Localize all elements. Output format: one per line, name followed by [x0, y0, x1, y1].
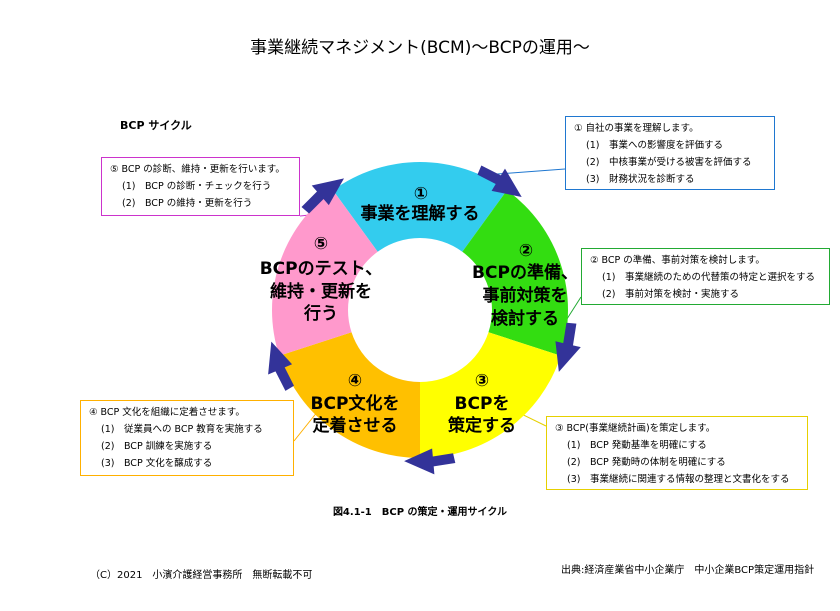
segment-5-label-line1: BCPのテスト、	[259, 259, 383, 279]
segment-5-label-line3: 行う	[304, 304, 338, 324]
segment-4-label-line2: 定着させる	[312, 416, 398, 436]
ring-arrows	[268, 165, 581, 475]
ring-segment-1	[333, 162, 507, 252]
callout-3-item-1: (1) BCP 発動基準を明確にする	[567, 440, 707, 451]
source-citation: 出典:経済産業省中小企業庁 中小企業BCP策定運用指針	[561, 565, 815, 576]
segment-4-label-line1: BCP文化を	[310, 394, 400, 414]
segment-1-label: 事業を理解する	[360, 204, 480, 224]
ring-segment-3	[420, 332, 561, 458]
segment-2-number: ②	[518, 241, 534, 261]
callout-5-heading: ⑤ BCP の診断、維持・更新を行います。	[110, 164, 285, 175]
callout-4: ④ BCP 文化を組織に定着させます。 (1) 従業員への BCP 教育を実施す…	[80, 400, 294, 476]
callout-1-heading: ① 自社の事業を理解します。	[574, 123, 699, 134]
ring-segment-2	[462, 190, 568, 356]
callout-1: ① 自社の事業を理解します。 (1) 事業への影響度を評価する (2) 中核事業…	[565, 116, 775, 190]
callout-5: ⑤ BCP の診断、維持・更新を行います。 (1) BCP の診断・チェックを行…	[101, 157, 300, 216]
cycle-arrow-2	[555, 322, 581, 372]
callout-4-item-2: (2) BCP 訓練を実施する	[101, 441, 213, 452]
callout-2-heading: ② BCP の準備、事前対策を検討します。	[590, 255, 765, 266]
segment-1-number: ①	[413, 184, 429, 204]
cycle-arrow-4	[268, 341, 294, 391]
copyright-notice: （C）2021 小濱介護経営事務所 無断転載不可	[90, 570, 313, 581]
callout-1-item-1: (1) 事業への影響度を評価する	[586, 140, 723, 151]
segment-2-label-line3: 検討する	[491, 309, 559, 329]
segment-3-number: ③	[474, 371, 490, 391]
callout-2: ② BCP の準備、事前対策を検討します。 (1) 事業継続のための代替策の特定…	[581, 248, 830, 305]
callout-3-heading: ③ BCP(事業継続計画)を策定します。	[555, 423, 716, 434]
segment-5-number: ⑤	[313, 234, 329, 254]
cycle-arrow-1	[477, 165, 522, 198]
figure-caption: 図4.1-1 BCP の策定・運用サイクル	[332, 507, 508, 518]
cycle-arrow-3	[404, 448, 456, 475]
callout-4-heading: ④ BCP 文化を組織に定着させます。	[89, 407, 245, 418]
segment-2-label-line1: BCPの準備、	[472, 263, 578, 283]
callout-3: ③ BCP(事業継続計画)を策定します。 (1) BCP 発動基準を明確にする …	[546, 416, 808, 490]
page-title: 事業継続マネジメント(BCM)～BCPの運用～	[250, 38, 590, 58]
cycle-arrow-5	[301, 178, 344, 214]
callout-4-item-1: (1) 従業員への BCP 教育を実施する	[101, 424, 263, 435]
callout-2-item-1: (1) 事業継続のための代替策の特定と選択をする	[602, 272, 815, 283]
segment-5-label-line2: 維持・更新を	[270, 282, 372, 302]
connector-4	[293, 410, 319, 442]
callout-3-item-2: (2) BCP 発動時の体制を明確にする	[567, 457, 726, 468]
ring-segment-5	[272, 190, 378, 356]
callout-2-item-2: (2) 事前対策を検討・実施する	[602, 289, 739, 300]
cycle-label: BCP サイクル	[120, 119, 192, 132]
segment-3-label-line2: 策定する	[448, 416, 516, 436]
callout-4-item-3: (3) BCP 文化を醸成する	[101, 458, 213, 469]
callout-1-item-2: (2) 中核事業が受ける被害を評価する	[586, 157, 752, 168]
callout-5-item-2: (2) BCP の維持・更新を行う	[122, 198, 253, 209]
segment-4-number: ④	[347, 371, 363, 391]
ring-segments	[272, 162, 568, 458]
callout-3-item-3: (3) 事業継続に関連する情報の整理と文書化をする	[567, 474, 790, 485]
callout-5-item-1: (1) BCP の診断・チェックを行う	[122, 181, 272, 192]
callout-1-item-3: (3) 財務状況を診断する	[586, 174, 695, 185]
segment-3-label-line1: BCPを	[454, 394, 510, 414]
ring-segment-4	[279, 332, 420, 458]
segment-2-label-line2: 事前対策を	[482, 286, 568, 306]
